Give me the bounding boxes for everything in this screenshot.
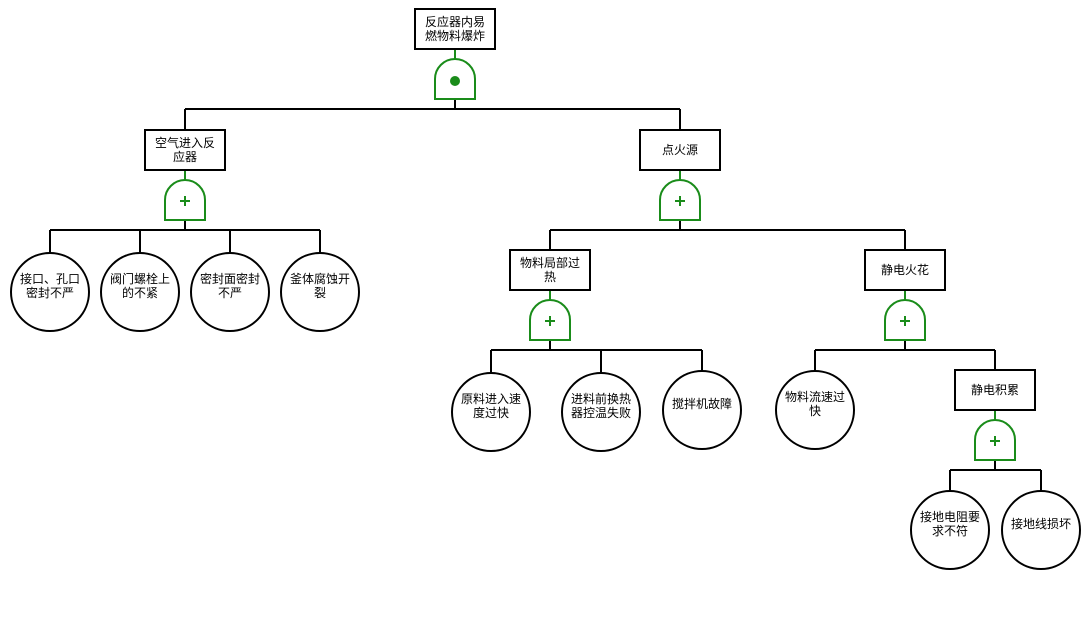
label-text: 阀门螺栓上的不紧 — [110, 272, 170, 300]
label-line: 接口、孔口 — [19, 272, 80, 286]
event-box — [414, 8, 496, 50]
label-line: 度过快 — [472, 406, 509, 420]
event-box — [864, 249, 946, 291]
label-text: 搅拌机故障 — [672, 397, 732, 411]
label-line: 密封不严 — [25, 286, 74, 300]
label-line: 釜体腐蚀开 — [289, 272, 350, 286]
label-line: 静电火花 — [880, 263, 929, 277]
label-line: 密封面密封 — [199, 272, 260, 286]
label-text: 进料前换热器控温失败 — [571, 392, 631, 420]
event-box — [954, 369, 1036, 411]
label-line: 器控温失败 — [570, 406, 631, 420]
and-gate-dot-icon — [450, 76, 460, 86]
label-text: 密封面密封不严 — [200, 272, 260, 300]
label-line: 的不紧 — [121, 286, 158, 300]
label-text: 反应器内易燃物料爆炸 — [425, 15, 485, 43]
basic-event-label: 密封面密封不严 — [191, 247, 269, 325]
event-label: 点火源 — [640, 130, 720, 170]
label-text: 原料进入速度过快 — [461, 392, 521, 420]
basic-event-circle — [910, 490, 990, 570]
event-label: 静电火花 — [865, 250, 945, 290]
event-box — [144, 129, 226, 171]
event-label: 静电积累 — [955, 370, 1035, 410]
basic-event-label: 阀门螺栓上的不紧 — [101, 247, 179, 325]
basic-event-label: 物料流速过快 — [776, 365, 854, 443]
basic-event-circle — [100, 252, 180, 332]
basic-event-circle — [775, 370, 855, 450]
label-line: 进料前换热 — [570, 392, 631, 406]
label-line: 原料进入速 — [460, 392, 521, 406]
label-text: 物料流速过快 — [785, 390, 845, 418]
label-text: 静电积累 — [971, 383, 1019, 397]
event-box — [639, 129, 721, 171]
basic-event-label: 接口、孔口密封不严 — [11, 247, 89, 325]
label-line: 空气进入反 — [154, 136, 215, 150]
label-text: 接口、孔口密封不严 — [20, 272, 80, 300]
label-line: 物料局部过 — [519, 256, 580, 270]
label-text: 接地线损坏 — [1011, 517, 1071, 531]
basic-event-circle — [662, 370, 742, 450]
label-text: 接地电阻要求不符 — [920, 510, 980, 538]
basic-event-label: 釜体腐蚀开裂 — [281, 247, 359, 325]
event-label: 反应器内易燃物料爆炸 — [415, 9, 495, 49]
label-line: 反应器内易 — [424, 15, 485, 29]
basic-event-label: 搅拌机故障 — [663, 365, 741, 443]
basic-event-label: 进料前换热器控温失败 — [562, 367, 640, 445]
label-line: 物料流速过 — [784, 390, 845, 404]
label-line: 热 — [543, 270, 556, 284]
label-line: 燃物料爆炸 — [424, 29, 485, 43]
event-box — [509, 249, 591, 291]
label-line: 不严 — [217, 286, 242, 300]
basic-event-label: 接地电阻要求不符 — [911, 485, 989, 563]
label-text: 物料局部过热 — [520, 256, 580, 284]
basic-event-label: 原料进入速度过快 — [452, 367, 530, 445]
event-label: 空气进入反应器 — [145, 130, 225, 170]
label-line: 静电积累 — [970, 383, 1019, 397]
basic-event-circle — [190, 252, 270, 332]
label-line: 接地电阻要 — [919, 510, 980, 524]
label-text: 空气进入反应器 — [155, 136, 215, 164]
label-line: 接地线损坏 — [1010, 517, 1071, 531]
basic-event-circle — [561, 372, 641, 452]
label-line: 裂 — [313, 286, 326, 300]
basic-event-circle — [280, 252, 360, 332]
label-line: 点火源 — [661, 143, 698, 157]
basic-event-label: 接地线损坏 — [1002, 485, 1080, 563]
label-line: 阀门螺栓上 — [109, 272, 170, 286]
basic-event-circle — [451, 372, 531, 452]
event-label: 物料局部过热 — [510, 250, 590, 290]
label-text: 点火源 — [662, 143, 698, 157]
label-line: 求不符 — [931, 524, 968, 538]
label-text: 釜体腐蚀开裂 — [290, 272, 350, 300]
basic-event-circle — [1001, 490, 1081, 570]
label-line: 快 — [808, 404, 821, 418]
label-text: 静电火花 — [881, 263, 929, 277]
basic-event-circle — [10, 252, 90, 332]
label-line: 应器 — [172, 150, 197, 164]
label-line: 搅拌机故障 — [671, 397, 732, 411]
